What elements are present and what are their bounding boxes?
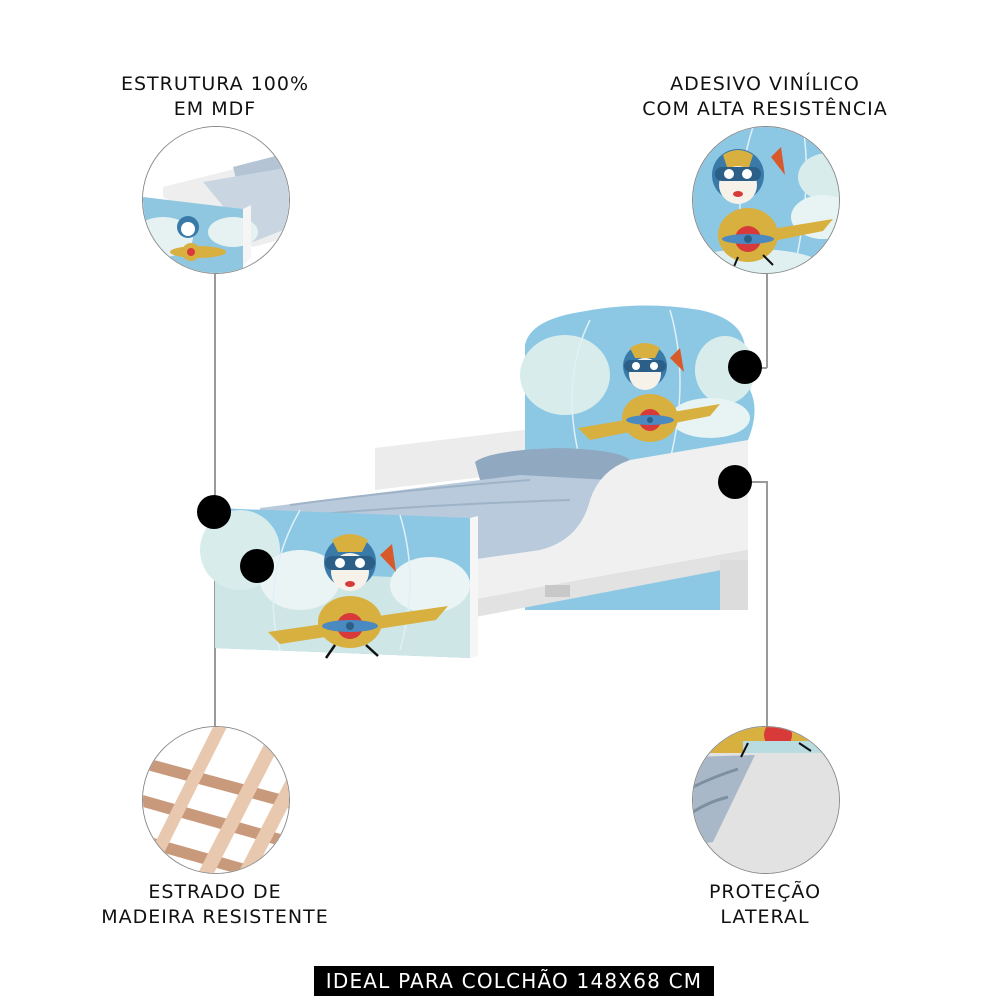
feature-label-line: EM MDF bbox=[173, 98, 257, 120]
feature-label-line: ESTRUTURA 100% bbox=[120, 73, 310, 95]
feature-label-line: COM ALTA RESISTÊNCIA bbox=[642, 98, 888, 120]
connector-line-bottom-left bbox=[214, 565, 216, 726]
feature-label-line: MADEIRA RESISTENTE bbox=[101, 906, 329, 928]
callout-dot-side-protection bbox=[718, 465, 752, 499]
side-protection-closeup-icon bbox=[692, 726, 840, 874]
callout-dot-mdf-structure bbox=[197, 495, 231, 529]
vinyl-sticker-closeup-icon bbox=[692, 126, 840, 274]
connector-line-bottom-right bbox=[766, 481, 768, 726]
feature-label-side-protection: PROTEÇÃO LATERAL bbox=[680, 880, 850, 930]
mdf-structure-closeup-icon bbox=[142, 126, 290, 274]
feature-label-mdf-structure: ESTRUTURA 100% EM MDF bbox=[110, 72, 320, 122]
feature-label-line: PROTEÇÃO bbox=[708, 881, 822, 903]
feature-label-wooden-slats: ESTRADO DE MADEIRA RESISTENTE bbox=[100, 880, 330, 930]
feature-label-vinyl-sticker: ADESIVO VINÍLICO COM ALTA RESISTÊNCIA bbox=[620, 72, 910, 122]
feature-label-line: ESTRADO DE bbox=[148, 881, 282, 903]
connector-line-top-left bbox=[214, 274, 216, 510]
product-bed-image bbox=[200, 300, 780, 700]
callout-dot-wooden-slats bbox=[240, 549, 274, 583]
wooden-slats-closeup-icon bbox=[142, 726, 290, 874]
callout-dot-vinyl-sticker bbox=[728, 350, 762, 384]
connector-line-top-right bbox=[766, 274, 768, 368]
feature-label-line: ADESIVO VINÍLICO bbox=[670, 73, 860, 95]
feature-label-line: LATERAL bbox=[720, 906, 810, 928]
mattress-size-banner: IDEAL PARA COLCHÃO 148X68 CM bbox=[314, 966, 714, 996]
